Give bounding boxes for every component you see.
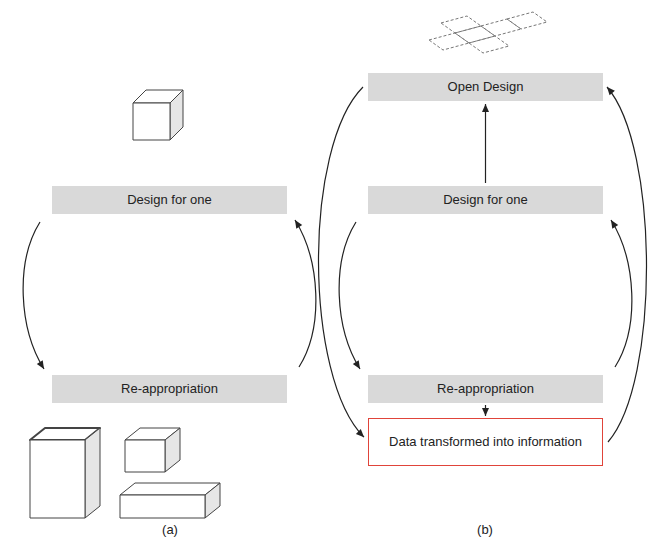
tall-box-icon <box>30 428 100 518</box>
arrow-connector <box>295 220 316 367</box>
arrow-connector <box>339 222 360 369</box>
highlight-box: Data transformed into information <box>368 418 603 466</box>
box-label: Design for one <box>435 192 536 208</box>
box-label: Open Design <box>440 79 532 95</box>
cube-net-icon <box>415 2 561 60</box>
box-label: Re-appropriation <box>113 381 226 397</box>
process-box: Design for one <box>52 186 287 214</box>
panel-label: (a) <box>162 522 178 537</box>
process-box: Open Design <box>368 73 603 101</box>
process-box: Re-appropriation <box>52 375 287 403</box>
box-label: Data transformed into information <box>381 434 590 450</box>
arrow-connector <box>611 220 632 367</box>
arrow-connector <box>23 222 44 369</box>
arrow-connector <box>318 87 364 437</box>
flat-box-icon <box>120 483 220 518</box>
process-box: Re-appropriation <box>368 375 603 403</box>
box-label: Re-appropriation <box>429 381 542 397</box>
cube-icon <box>133 90 183 140</box>
panel-label: (b) <box>477 522 493 537</box>
arrow-connector <box>482 405 489 416</box>
process-box: Design for one <box>368 186 603 214</box>
box-label: Design for one <box>119 192 220 208</box>
arrow-connector <box>482 104 489 183</box>
arrow-connector <box>607 87 647 442</box>
small-box-icon <box>125 428 180 472</box>
